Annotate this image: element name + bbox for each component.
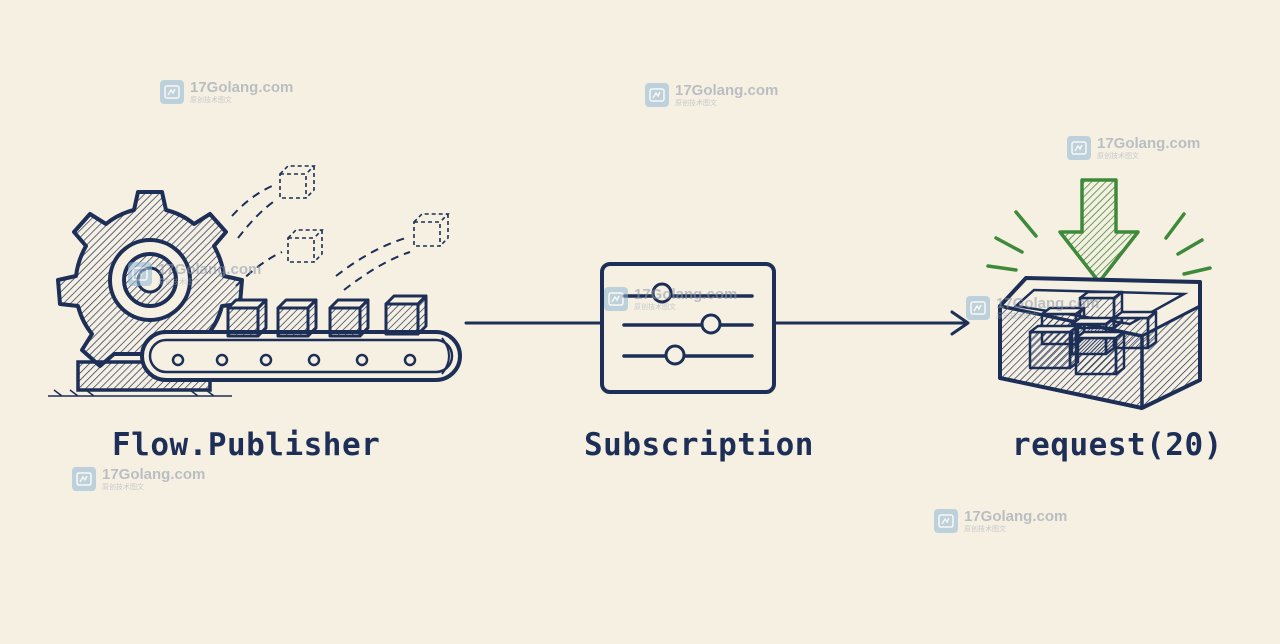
slider-knob	[664, 344, 686, 366]
flying-boxes	[231, 165, 450, 291]
publisher-label: Flow.Publisher	[112, 427, 381, 463]
slider-knob	[700, 313, 722, 335]
subscription-label: Subscription	[584, 427, 814, 463]
flow-arrow	[774, 310, 970, 336]
download-arrow-icon	[1058, 178, 1140, 284]
burst-lines	[986, 210, 1212, 276]
publisher-machine-icon	[48, 165, 462, 397]
request-bin-icon	[986, 178, 1212, 411]
conveyor-belt	[140, 330, 462, 382]
request-label: request(20)	[1012, 427, 1223, 463]
belt-boxes	[226, 294, 428, 338]
slider-knob	[651, 282, 673, 304]
subscription-sliders-icon	[600, 262, 776, 394]
